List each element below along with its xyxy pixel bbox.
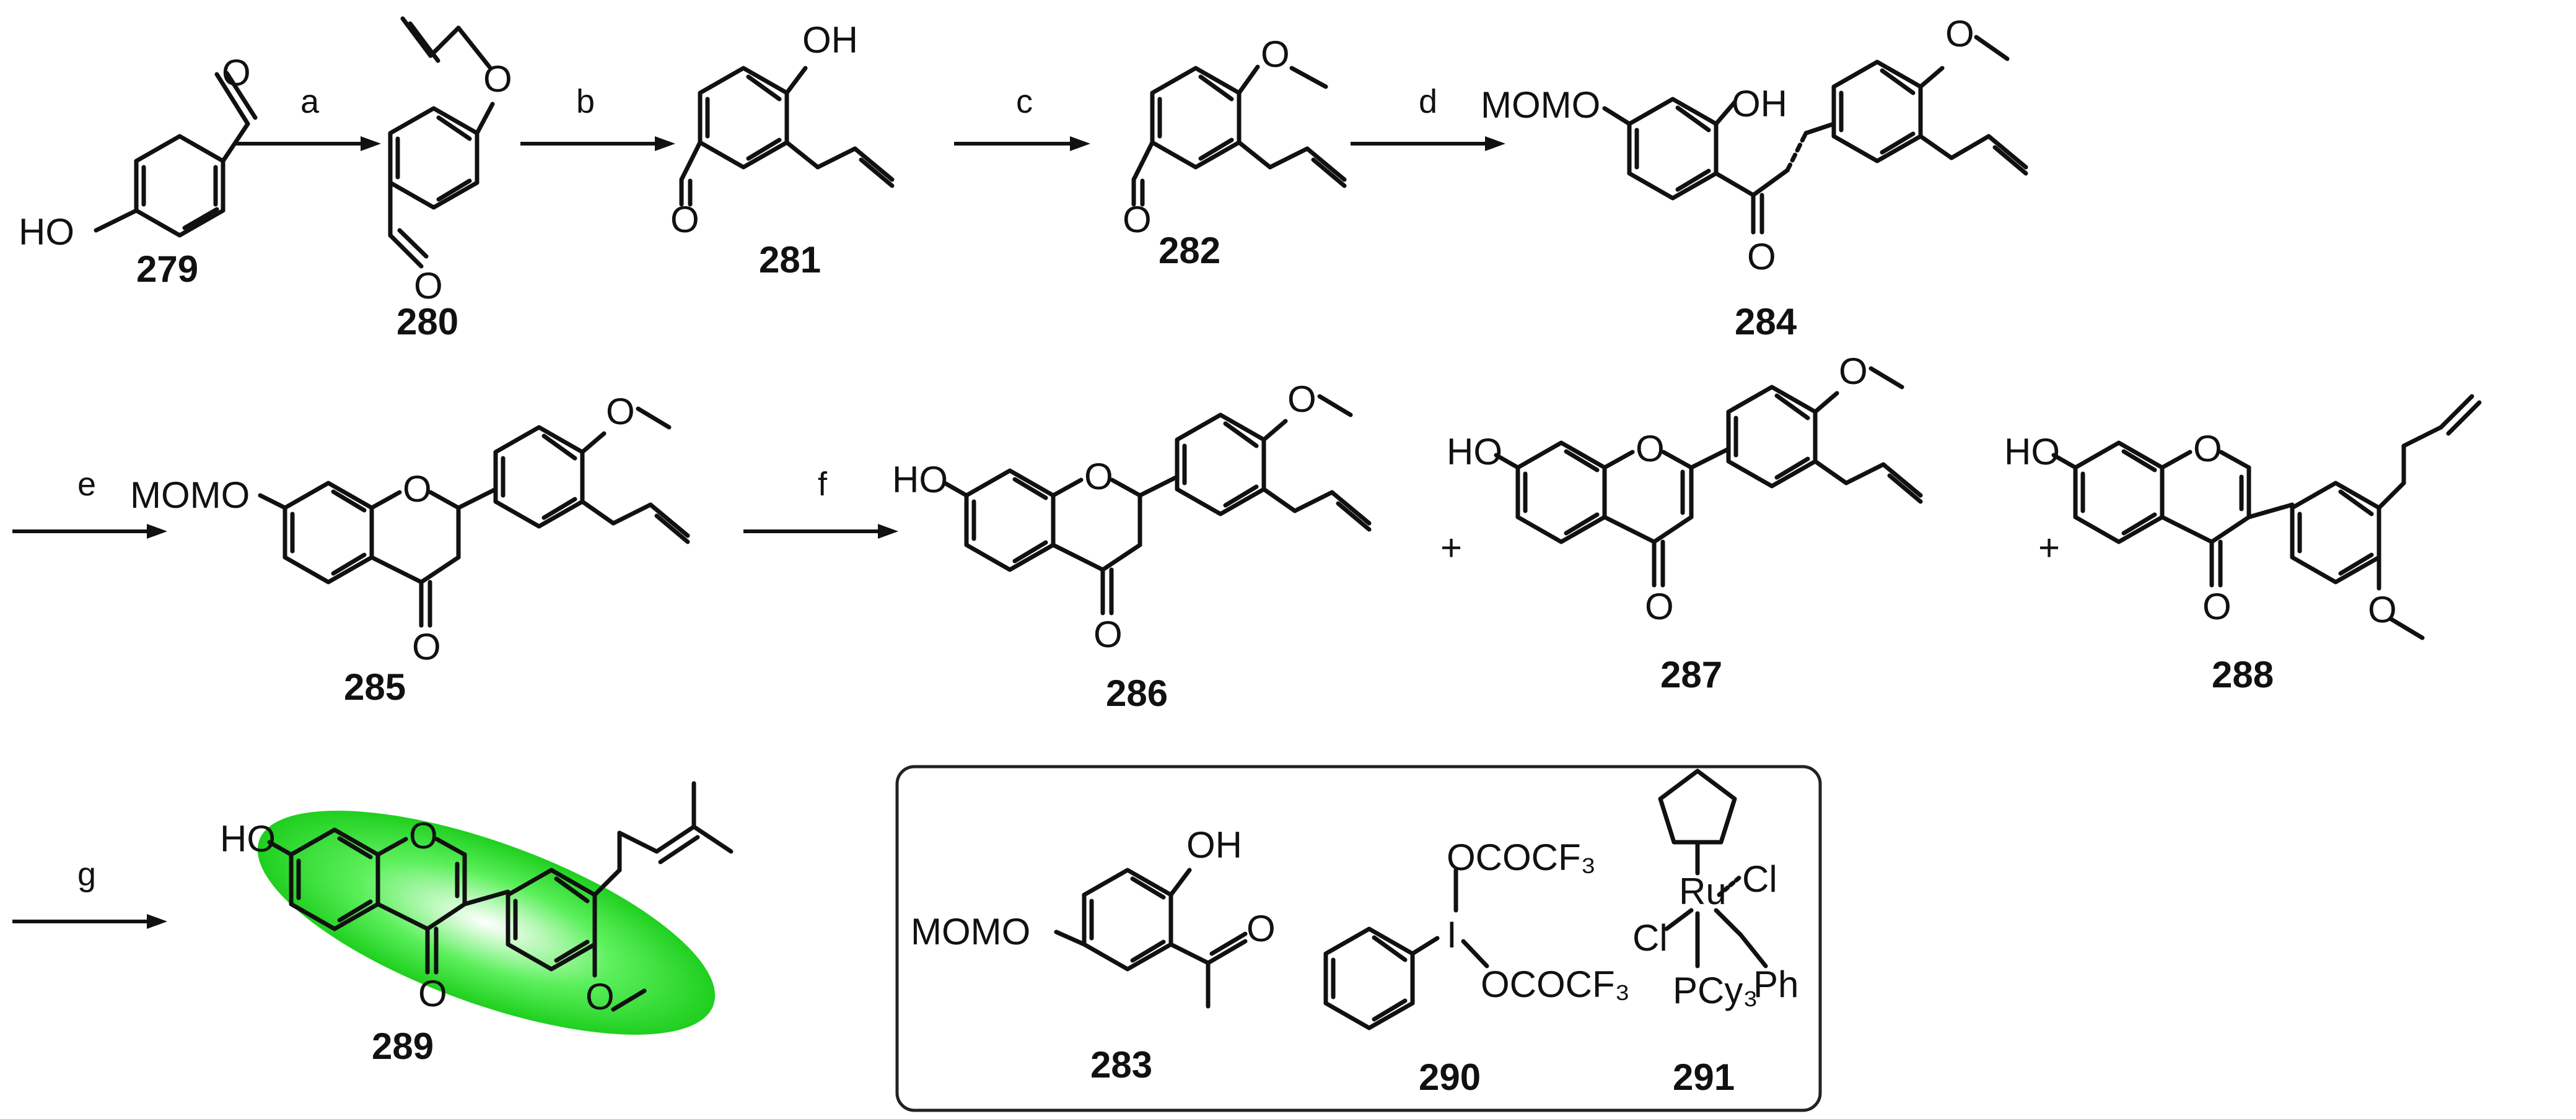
- atom-O: O: [1747, 236, 1776, 277]
- atom-Cl: Cl: [1742, 858, 1777, 900]
- compound-279: O HO 279: [19, 52, 258, 290]
- step-label-f: f: [818, 466, 828, 503]
- atom-O: O: [1287, 378, 1316, 420]
- atom-MOMO: MOMO: [130, 474, 250, 516]
- atom-O: O: [585, 976, 615, 1017]
- compound-284: MOMO OH O O 284: [1481, 13, 2028, 342]
- step-d: d: [1351, 83, 1505, 151]
- compound-290: I OCOCF₃ OCOCF₃ 290: [1323, 837, 1630, 1098]
- atom-HO: HO: [19, 211, 74, 253]
- compound-label-289: 289: [372, 1025, 434, 1067]
- atom-OH: OH: [1732, 83, 1787, 124]
- atom-O: O: [483, 58, 512, 100]
- compound-label-280: 280: [396, 301, 458, 342]
- step-label-g: g: [77, 856, 96, 893]
- compound-289: HO O O O 289: [220, 781, 734, 1067]
- highlight-ellipse: [257, 811, 716, 1035]
- atom-O: O: [606, 391, 635, 432]
- compound-label-284: 284: [1735, 301, 1797, 342]
- atom-O: O: [1261, 33, 1290, 75]
- atom-O: O: [1945, 13, 1974, 54]
- compound-label-291: 291: [1673, 1056, 1735, 1098]
- compound-291: Ru Cl Cl Ph PCy₃ 291: [1632, 768, 1798, 1098]
- atom-O: O: [1246, 908, 1276, 949]
- atom-O: O: [2193, 428, 2222, 469]
- atom-O: O: [222, 52, 251, 94]
- step-b: b: [520, 83, 675, 151]
- compound-281: OH O 281: [670, 19, 895, 281]
- step-g: g: [12, 856, 167, 929]
- compound-285: MOMO O O O 285: [130, 391, 690, 708]
- atom-OCOCF3: OCOCF₃: [1481, 964, 1630, 1005]
- compound-label-286: 286: [1106, 673, 1168, 714]
- compound-label-285: 285: [344, 666, 406, 708]
- compound-label-283: 283: [1090, 1044, 1152, 1086]
- plus-sign: +: [1440, 527, 1462, 568]
- compound-283: OH MOMO O 283: [911, 824, 1276, 1086]
- compound-label-282: 282: [1159, 230, 1220, 271]
- compound-288: HO O O O 288: [2004, 394, 2482, 695]
- atom-O: O: [1636, 428, 1665, 469]
- atom-HO: HO: [1447, 431, 1502, 472]
- compound-label-287: 287: [1660, 654, 1722, 695]
- compound-label-279: 279: [136, 248, 198, 290]
- atom-O: O: [414, 265, 443, 307]
- atom-Cl: Cl: [1632, 917, 1668, 959]
- step-f: f: [743, 466, 898, 539]
- step-e: e: [12, 466, 167, 539]
- atom-OH: OH: [802, 19, 858, 61]
- compound-280: O O 280: [388, 16, 512, 342]
- compound-label-288: 288: [2212, 654, 2274, 695]
- atom-O: O: [1084, 456, 1113, 497]
- atom-OH: OH: [1186, 824, 1242, 866]
- atom-I: I: [1447, 914, 1457, 956]
- atom-O: O: [418, 973, 447, 1014]
- step-c: c: [954, 83, 1090, 151]
- atom-Ru: Ru: [1679, 871, 1727, 912]
- atom-PCy3: PCy₃: [1673, 970, 1758, 1011]
- atom-HO: HO: [2004, 431, 2060, 472]
- compound-label-281: 281: [759, 239, 821, 281]
- atom-MOMO: MOMO: [911, 911, 1030, 952]
- atom-O: O: [412, 626, 441, 668]
- atom-O: O: [2202, 586, 2232, 627]
- step-label-c: c: [1016, 83, 1033, 120]
- atom-O: O: [2368, 589, 2397, 630]
- atom-O: O: [1645, 586, 1674, 627]
- atom-O: O: [409, 815, 438, 856]
- step-label-a: a: [300, 83, 320, 120]
- atom-MOMO: MOMO: [1481, 84, 1600, 126]
- atom-O: O: [1839, 351, 1868, 392]
- compound-286: HO O O O 286: [892, 378, 1372, 714]
- atom-O: O: [1093, 614, 1123, 655]
- compound-282: O O 282: [1123, 33, 1347, 271]
- step-label-d: d: [1419, 83, 1437, 120]
- step-a: a: [235, 83, 381, 151]
- atom-HO: HO: [892, 459, 948, 500]
- atom-OCOCF3: OCOCF₃: [1447, 837, 1596, 878]
- step-label-e: e: [77, 466, 96, 503]
- reagent-box: OH MOMO O 283 I OCOCF₃ OCOCF₃ 290: [895, 765, 1822, 1112]
- atom-Ph: Ph: [1753, 964, 1798, 1005]
- atom-O: O: [403, 468, 432, 510]
- compound-label-290: 290: [1419, 1056, 1481, 1098]
- atom-O: O: [1123, 199, 1152, 240]
- atom-O: O: [670, 199, 699, 240]
- plus-sign: +: [2038, 527, 2060, 568]
- step-label-b: b: [576, 83, 595, 120]
- atom-HO: HO: [220, 818, 276, 860]
- compound-287: HO O O O 287: [1447, 351, 1923, 695]
